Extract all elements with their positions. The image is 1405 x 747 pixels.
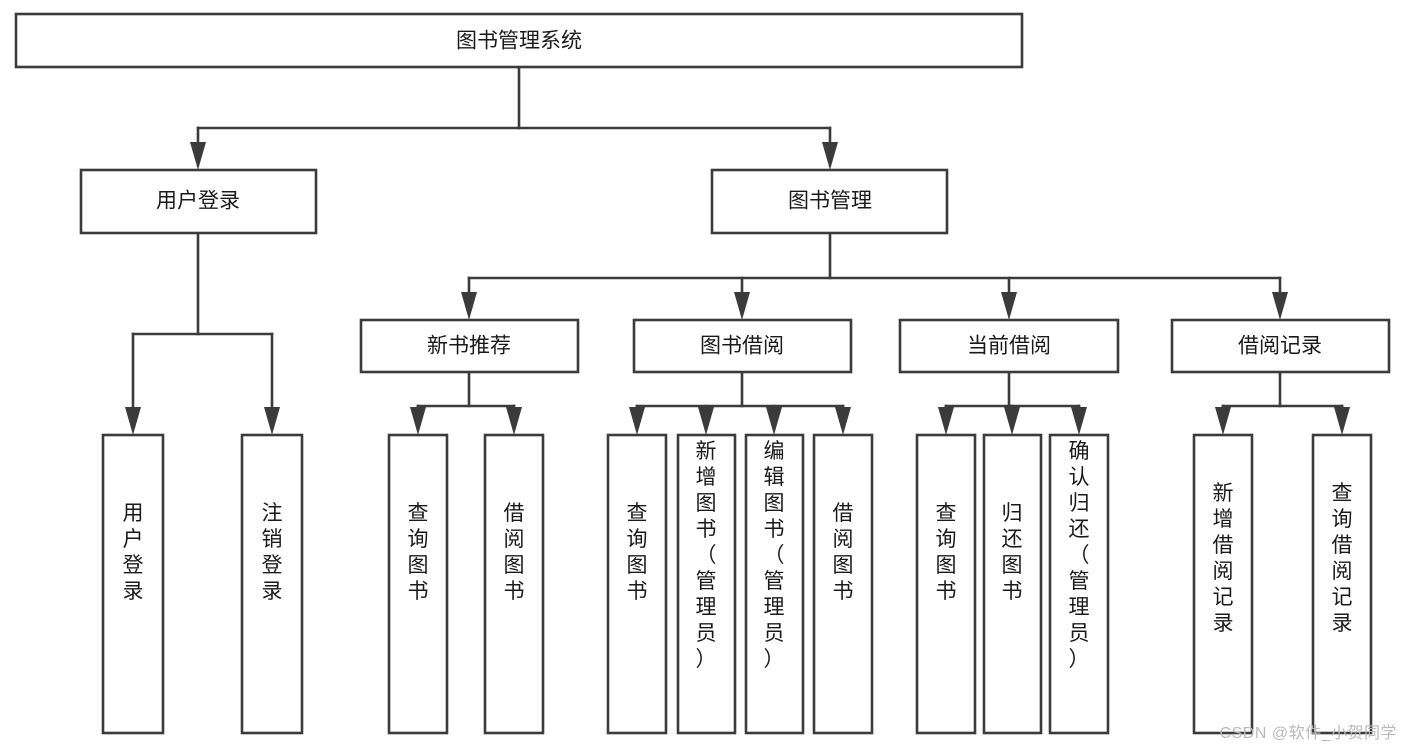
leaf-current-borrow-confirm[interactable]: 确认归还（管理员）: [1048, 433, 1110, 735]
node-user-login-box[interactable]: [79, 168, 318, 235]
arrow-head-book-borrow-c3: [766, 407, 782, 435]
leaf-book-borrow-add-box[interactable]: [676, 433, 737, 735]
node-current-borrow[interactable]: 当前借阅: [898, 318, 1120, 374]
arrow-head-new-book: [461, 292, 477, 320]
leaf-current-borrow-query-box[interactable]: [915, 433, 977, 735]
leaf-user-login-logout[interactable]: 注销登录: [240, 433, 304, 735]
arrow-head-book-borrow-c1: [629, 407, 645, 435]
leaf-user-login-login[interactable]: 用户登录: [101, 433, 165, 735]
leaf-current-borrow-confirm-label: 确认归还（管理员）: [1069, 440, 1090, 671]
leaf-current-borrow-return-label: 归还图书: [1002, 502, 1023, 603]
arrow-head-book-borrow-c4: [835, 407, 851, 435]
leaf-borrow-record-query-box[interactable]: [1311, 433, 1373, 735]
leaf-user-login-login-box[interactable]: [101, 433, 165, 735]
arrow-head-book-manage: [822, 142, 838, 170]
arrow-head-book-borrow-c2: [698, 407, 714, 435]
arrow-head-user-login: [190, 142, 206, 170]
leaf-book-borrow-add-label: 新增图书（管理员）: [696, 440, 717, 671]
arrow-head-current-borrow-c3: [1071, 407, 1087, 435]
leaf-book-borrow-add[interactable]: 新增图书（管理员）: [676, 433, 737, 735]
leaf-borrow-record-add-label: 新增借阅记录: [1213, 482, 1234, 635]
arrow-head-current-borrow-c1: [938, 407, 954, 435]
leaf-book-borrow-borrow-box[interactable]: [812, 433, 874, 735]
arrow-head-borrow-record-c2: [1334, 407, 1350, 435]
leaf-book-borrow-query[interactable]: 查询图书: [606, 433, 668, 735]
arrow-head-user-login-child2: [264, 407, 280, 435]
leaf-current-borrow-confirm-box[interactable]: [1048, 433, 1110, 735]
leaf-current-borrow-return[interactable]: 归还图书: [982, 433, 1043, 735]
leaf-current-borrow-return-box[interactable]: [982, 433, 1043, 735]
leaf-book-borrow-query-label: 查询图书: [627, 502, 648, 603]
node-book-manage[interactable]: 图书管理: [710, 168, 949, 235]
node-book-manage-box[interactable]: [710, 168, 949, 235]
leaf-borrow-record-query-label: 查询借阅记录: [1332, 482, 1353, 635]
leaf-new-book-borrow[interactable]: 借阅图书: [483, 433, 545, 735]
leaf-user-login-login-label: 用户登录: [123, 502, 144, 603]
leaf-book-borrow-edit-box[interactable]: [744, 433, 805, 735]
node-book-manage-label: 图书管理: [788, 190, 872, 213]
arrow-head-book-borrow: [734, 292, 750, 320]
node-new-book-recommend-label: 新书推荐: [427, 335, 511, 358]
node-current-borrow-box[interactable]: [898, 318, 1120, 374]
leaf-user-login-logout-box[interactable]: [240, 433, 304, 735]
node-root-label: 图书管理系统: [456, 30, 582, 53]
node-root[interactable]: 图书管理系统: [14, 12, 1024, 69]
leaf-new-book-query[interactable]: 查询图书: [387, 433, 449, 735]
node-borrow-record[interactable]: 借阅记录: [1170, 318, 1391, 374]
leaf-new-book-borrow-label: 借阅图书: [504, 502, 525, 603]
leaf-new-book-query-box[interactable]: [387, 433, 449, 735]
node-borrow-record-label: 借阅记录: [1238, 335, 1322, 358]
leaf-book-borrow-query-box[interactable]: [606, 433, 668, 735]
leaf-new-book-query-label: 查询图书: [408, 502, 429, 603]
arrow-head-current-borrow-c2: [1004, 407, 1020, 435]
node-new-book-recommend[interactable]: 新书推荐: [359, 318, 580, 374]
node-book-borrow-label: 图书借阅: [700, 335, 784, 358]
node-book-borrow-box[interactable]: [632, 318, 853, 374]
leaf-book-borrow-edit-label: 编辑图书（管理员）: [764, 440, 785, 671]
arrow-head-current-borrow: [1001, 292, 1017, 320]
leaf-borrow-record-query[interactable]: 查询借阅记录: [1311, 433, 1373, 735]
node-book-borrow[interactable]: 图书借阅: [632, 318, 853, 374]
leaf-current-borrow-query-label: 查询图书: [936, 502, 957, 603]
node-user-login-label: 用户登录: [156, 190, 240, 213]
node-borrow-record-box[interactable]: [1170, 318, 1391, 374]
node-root-box[interactable]: [14, 12, 1024, 69]
arrow-head-new-book-c2: [506, 407, 522, 435]
arrow-head-user-login-child1: [125, 407, 141, 435]
node-user-login[interactable]: 用户登录: [79, 168, 318, 235]
arrow-head-new-book-c1: [410, 407, 426, 435]
leaf-borrow-record-add[interactable]: 新增借阅记录: [1192, 433, 1254, 735]
leaf-new-book-borrow-box[interactable]: [483, 433, 545, 735]
node-new-book-recommend-box[interactable]: [359, 318, 580, 374]
arrow-head-borrow-record: [1272, 292, 1288, 320]
leaf-book-borrow-borrow[interactable]: 借阅图书: [812, 433, 874, 735]
node-current-borrow-label: 当前借阅: [967, 335, 1051, 358]
connector-group: [125, 65, 1350, 435]
leaf-current-borrow-query[interactable]: 查询图书: [915, 433, 977, 735]
leaf-book-borrow-edit[interactable]: 编辑图书（管理员）: [744, 433, 805, 735]
leaf-borrow-record-add-box[interactable]: [1192, 433, 1254, 735]
leaf-book-borrow-borrow-label: 借阅图书: [833, 502, 854, 603]
leaf-user-login-logout-label: 注销登录: [262, 502, 283, 603]
arrow-head-borrow-record-c1: [1215, 407, 1231, 435]
